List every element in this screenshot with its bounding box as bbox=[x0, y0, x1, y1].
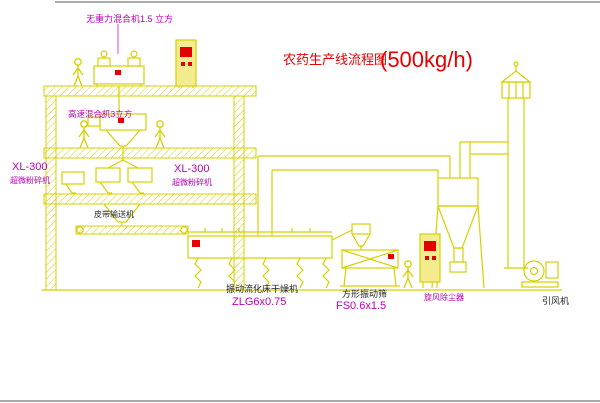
page-title-capacity: (500kg/h) bbox=[380, 47, 473, 72]
label-dryer-model: ZLG6x0.75 bbox=[232, 296, 286, 308]
dryer-red-indicator bbox=[192, 240, 200, 247]
label-mill-mid-model: XL-300 bbox=[174, 163, 209, 175]
label-mill-left-name: 超微粉碎机 bbox=[10, 175, 50, 185]
high-speed-mixer bbox=[87, 113, 147, 160]
label-belt-conveyor: 皮带输送机 bbox=[94, 209, 134, 219]
vibrating-sieve bbox=[331, 223, 400, 287]
person-top-floor bbox=[72, 58, 84, 87]
belt-conveyor bbox=[76, 226, 188, 234]
label-sieve-name: 方形振动筛 bbox=[342, 288, 387, 299]
gravity-mixer bbox=[93, 50, 145, 114]
pulverizer-group bbox=[61, 159, 153, 194]
exhaust-duct bbox=[257, 155, 451, 236]
person-second-floor-right bbox=[154, 120, 166, 149]
mixer2-red-indicator bbox=[118, 118, 124, 123]
page-title: 农药生产线流程图 bbox=[283, 52, 387, 67]
cabinet-red-panel bbox=[180, 47, 192, 57]
discharge-hopper bbox=[103, 203, 141, 226]
cyclone-separator bbox=[431, 141, 508, 289]
control-cabinet-1 bbox=[175, 39, 197, 88]
spring-support bbox=[194, 257, 202, 289]
label-mill-left-model: XL-300 bbox=[12, 161, 47, 173]
label-mill-mid-name: 超微粉碎机 bbox=[172, 177, 212, 187]
label-dryer-name: 振动流化床干燥机 bbox=[226, 283, 298, 294]
label-cyclone: 旋风除尘器 bbox=[424, 292, 464, 302]
person-ground bbox=[402, 260, 414, 289]
leader-lines bbox=[99, 24, 119, 119]
control-cabinet-2 bbox=[419, 233, 441, 288]
label-gravity-mixer: 无重力混合机1.5 立方 bbox=[86, 13, 173, 24]
label-sieve-model: FS0.6x1.5 bbox=[336, 300, 386, 312]
mill-left bbox=[61, 171, 85, 185]
mixer-red-indicator bbox=[115, 70, 121, 75]
label-high-speed-mixer: 高速混合机3立方 bbox=[68, 109, 132, 119]
person-second-floor bbox=[78, 120, 90, 149]
cabinet2-red-panel bbox=[424, 241, 436, 251]
label-fan: 引风机 bbox=[542, 295, 569, 306]
sieve-red-indicator bbox=[388, 254, 394, 259]
fluid-bed-dryer bbox=[187, 228, 333, 289]
exhaust-stack bbox=[500, 61, 532, 269]
induced-draft-fan bbox=[521, 260, 559, 288]
